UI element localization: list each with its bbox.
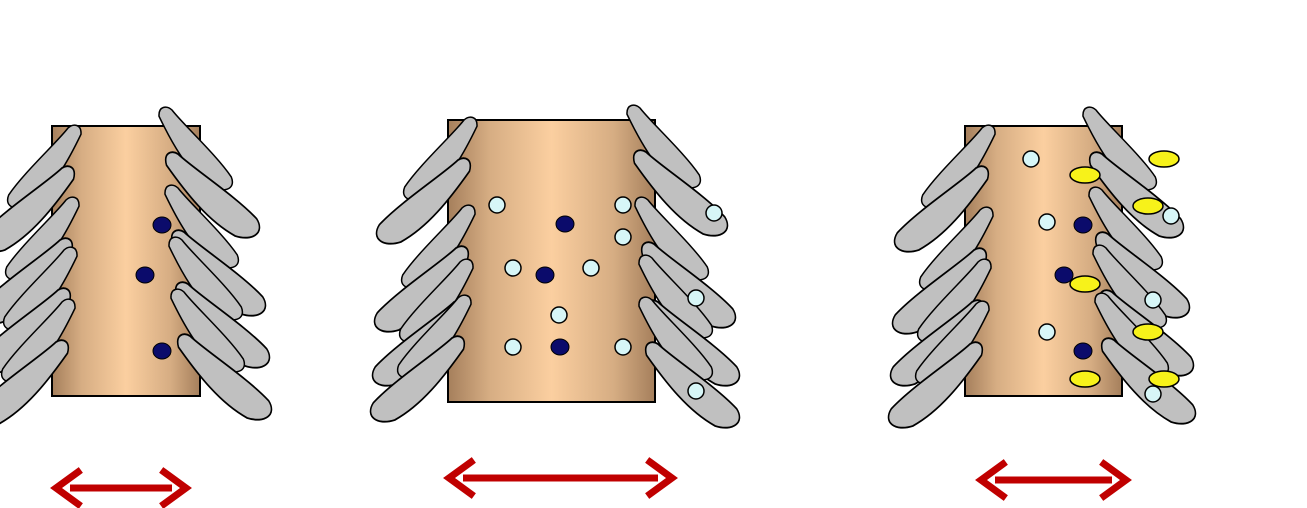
hair-shaft: [447, 119, 656, 403]
panel-yellow: [886, 105, 1198, 501]
light-particle: [614, 228, 632, 246]
light-particle: [1022, 150, 1040, 168]
yellow-particle: [1132, 323, 1164, 341]
dark-particle: [555, 215, 575, 233]
double-headed-arrow-icon: [443, 457, 678, 499]
yellow-particle: [1148, 370, 1180, 388]
light-particle: [1144, 385, 1162, 403]
light-particle: [504, 338, 522, 356]
dark-particle: [1073, 216, 1093, 234]
light-particle: [1038, 323, 1056, 341]
panel-narrow: [0, 105, 274, 508]
double-headed-arrow-icon: [975, 459, 1132, 501]
light-particle: [614, 196, 632, 214]
panel-wide: [368, 103, 742, 499]
light-particle: [488, 196, 506, 214]
dark-particle: [152, 342, 172, 360]
light-particle: [550, 306, 568, 324]
yellow-particle: [1069, 275, 1101, 293]
yellow-particle: [1148, 150, 1180, 168]
light-particle: [1162, 207, 1180, 225]
light-particle: [504, 259, 522, 277]
yellow-particle: [1069, 166, 1101, 184]
light-particle: [1038, 213, 1056, 231]
light-particle: [687, 382, 705, 400]
dark-particle: [550, 338, 570, 356]
yellow-particle: [1132, 197, 1164, 215]
light-particle: [687, 289, 705, 307]
dark-particle: [135, 266, 155, 284]
light-particle: [1144, 291, 1162, 309]
yellow-particle: [1069, 370, 1101, 388]
dark-particle: [152, 216, 172, 234]
light-particle: [705, 204, 723, 222]
dark-particle: [1073, 342, 1093, 360]
light-particle: [614, 338, 632, 356]
dark-particle: [1054, 266, 1074, 284]
double-headed-arrow-icon: [50, 467, 192, 508]
dark-particle: [535, 266, 555, 284]
light-particle: [582, 259, 600, 277]
